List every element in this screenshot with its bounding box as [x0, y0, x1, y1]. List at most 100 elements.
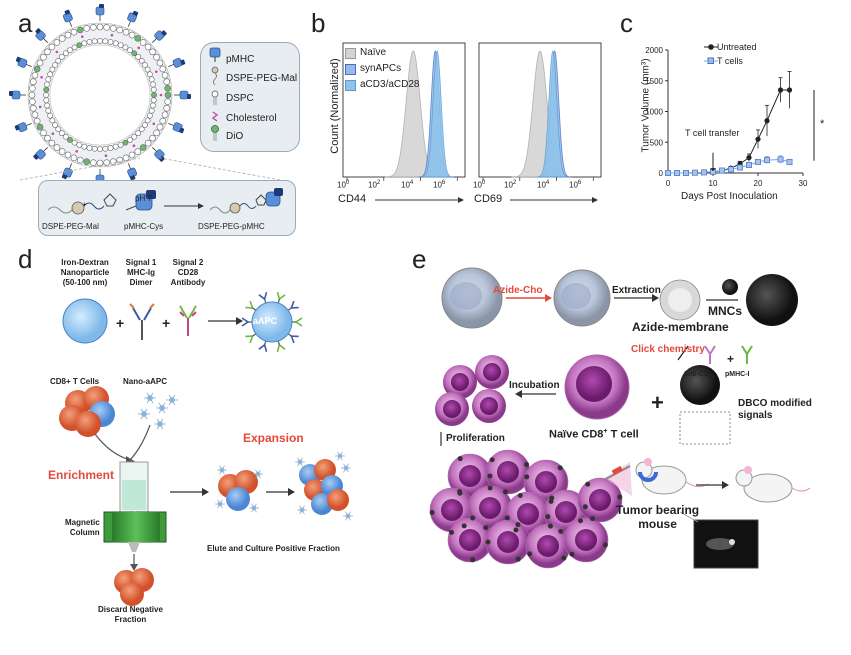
outer-lipid-head [70, 28, 78, 36]
magnetic-column [103, 461, 167, 552]
point-t-cells [719, 167, 725, 174]
legend-naive: Naïve [360, 47, 387, 58]
syringe [603, 465, 631, 481]
anti-cd28-label: Anti-CD28 [683, 371, 715, 381]
svg-text:+: + [651, 390, 664, 415]
legend-dio: DiO [226, 131, 244, 142]
bound-nanoparticle [527, 551, 533, 557]
svg-text:+: + [116, 315, 124, 331]
bound-nanoparticle [504, 515, 510, 521]
bound-nanoparticle [590, 516, 596, 522]
dbco-zoom-box [679, 411, 731, 445]
cholesterol-mark [155, 70, 158, 73]
cd69-tick-2: 102 [504, 180, 517, 190]
inner-lipid-head [117, 141, 124, 148]
azide-membrane-vesicle [659, 279, 701, 321]
legend-acd3: aCD3/aCD28 [360, 79, 420, 90]
outer-lipid-head [139, 144, 147, 151]
outer-lipid-head [96, 159, 104, 167]
panel-a-legend [200, 42, 300, 152]
pmhc-icon [127, 10, 139, 27]
reaction-condition: pH 7 [135, 194, 152, 203]
bound-nanoparticle [487, 485, 493, 491]
naive-cd8-t-cell [564, 354, 630, 420]
histogram-series-2 [536, 50, 570, 178]
reaction-middle-label: pMHC-Cys [124, 222, 164, 231]
svg-text:+: + [162, 315, 170, 331]
signals-plus: + [727, 352, 735, 366]
enrichment-label: Enrichment [48, 468, 115, 482]
inner-lipid-head [122, 44, 129, 51]
point-t-cells [764, 157, 770, 164]
outer-lipid-head [163, 78, 170, 86]
cd44-tick-0: 100 [337, 180, 350, 190]
outer-lipid-head [31, 111, 39, 119]
inner-lipid-head [144, 66, 151, 73]
outer-lipid-head [28, 91, 36, 99]
cholesterol-mark [75, 150, 78, 153]
nano-aapc-cluster [138, 392, 178, 430]
outer-lipid-head [70, 154, 78, 162]
t-cell-nucleus [459, 529, 481, 551]
outer-lipid-head [153, 53, 160, 61]
outer-lipid-head [159, 117, 167, 125]
legend-swatch-synapcs [345, 64, 356, 75]
reaction-left-label: DSPE-PEG-Mal [42, 222, 99, 231]
incubated-cells [435, 355, 509, 426]
inner-lipid-head [47, 71, 54, 78]
inner-lipid-head [112, 40, 119, 47]
pmhc-icon [95, 4, 105, 21]
pmhc-icon [15, 56, 32, 68]
cd69-tick-6: 106 [569, 180, 582, 190]
inner-lipid-head [141, 62, 148, 68]
point-t-cells [786, 158, 793, 165]
point-untreated [777, 87, 784, 93]
outer-lipid-head [64, 31, 72, 39]
x-tick-label: 10 [709, 179, 718, 188]
outer-lipid-head [161, 71, 169, 79]
t-cell-nucleus [555, 501, 577, 523]
outer-lipid-head [149, 48, 156, 56]
magnet-icon [638, 471, 658, 482]
legend-dspc: DSPC [226, 93, 254, 104]
inner-lipid-head [150, 86, 157, 93]
outer-lipid-head [156, 123, 164, 131]
expansion-label: Expansion [243, 431, 304, 445]
dio-icon [211, 125, 219, 141]
t-cell-nucleus [459, 465, 481, 487]
tumor-mouse-2 [735, 466, 811, 503]
proliferation-label: Proliferation [446, 433, 505, 444]
outer-lipid-head [33, 65, 41, 73]
pmhc-icon [209, 47, 221, 62]
y-tick-label: 2000 [645, 46, 663, 55]
tumor-cell-2 [553, 269, 611, 327]
outer-lipid-head [103, 24, 110, 31]
inner-lipid-head [146, 71, 153, 78]
inner-lipid-head [76, 42, 83, 49]
legend-pmhc: pMHC [226, 54, 255, 65]
dspe-peg-mal-molecule [47, 193, 117, 215]
y-tick-label: 1500 [645, 77, 663, 86]
pmhc-icon [174, 90, 191, 100]
cholesterol-mark [110, 33, 114, 37]
pmhc-icon [168, 57, 186, 68]
pmhc-i-label: pMHC-I [725, 371, 750, 378]
t-cell-nucleus [537, 535, 559, 557]
pmhc-icon [168, 122, 185, 134]
outer-lipid-head [153, 129, 160, 137]
x-tick-label: 0 [666, 179, 671, 188]
point-untreated [746, 155, 752, 161]
outer-lipid-head [36, 123, 44, 131]
inner-lipid-head [62, 133, 69, 140]
cholesterol-mark [80, 35, 84, 38]
bound-nanoparticle [457, 456, 463, 462]
inner-lipid-head [131, 50, 138, 57]
outer-lipid-head [64, 151, 72, 159]
point-t-cells [674, 170, 680, 176]
inner-lipid-head [138, 126, 145, 133]
bound-nanoparticle [602, 542, 608, 548]
outer-lipid-head [48, 139, 56, 147]
